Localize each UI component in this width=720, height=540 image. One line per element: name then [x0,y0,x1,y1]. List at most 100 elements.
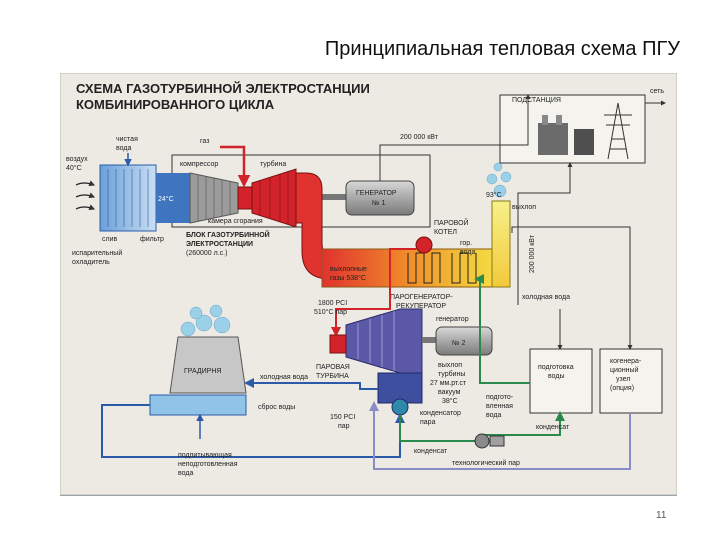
shaft-2 [422,337,436,343]
cogeneration-box [599,348,663,414]
steam-turbine-inlet [329,334,347,354]
steam-150-label-2: пар [338,423,350,430]
turbine-exhaust-label-4: вакуум [438,389,461,396]
gtu-block-label-1: БЛОК ГАЗОТУРБИННОЙ [186,230,270,239]
page-number: 11 [656,510,667,521]
condensate-label-2: конденсат [536,424,570,431]
temp-24-label: 24°С [158,195,174,203]
power-label-2: 200 000 кВт [529,234,536,273]
grid-label: сеть [650,88,664,95]
turbine-exhaust-label-2: турбины [438,370,465,378]
hot-water-to-cogen [511,226,633,350]
makeup-label-2: неподготовленная [178,461,238,468]
cooler-fins [107,169,149,227]
evap-cooler-label-2: охладитель [72,259,110,266]
gas-turbine [251,168,297,228]
clean-water-label-1: чистая [116,136,138,143]
gas-line [220,145,251,188]
filter-label: фильтр [140,236,164,243]
transmission-tower-icon [604,102,632,160]
process-steam-line [369,401,631,470]
steam-turbine-label-1: ПАРОВАЯ [316,364,350,371]
generator-2-label-2: № 2 [452,340,465,347]
steam-turbine-label-2: ТУРБИНА [316,373,349,380]
diagram-heading-2: КОМБИНИРОВАННОГО ЦИКЛА [76,97,275,112]
clean-water-label-2: вода [116,145,131,152]
evap-cooler-label-1: испарительный [72,249,122,257]
generator-1 [345,180,415,216]
hrsg-label-1: ПАРОГЕНЕРАТОР- [390,294,453,301]
feed-water-line [474,274,530,384]
condenser-hotwell [391,398,409,416]
cogen-label-2: ционный [610,366,639,374]
makeup-label-3: вода [178,470,193,477]
cogen-label-3: узел [616,376,630,383]
exhaust-gas-label-2: газы 538°С [330,274,366,282]
diagram-heading-1: СХЕМА ГАЗОТУРБИННОЙ ЭЛЕКТРОСТАНЦИИ [76,81,370,96]
cold-water-label: холодная вода [260,374,308,381]
drain-label: слив [102,236,117,243]
exhaust-stack [491,200,511,288]
air-label-2: 40°С [66,164,82,172]
generator-1-label-2: № 1 [372,200,385,207]
slide-divider [60,495,677,496]
hot-water-label-2: вода [460,249,475,256]
feed-pump-icon [474,433,505,449]
transformer-icon [538,115,594,155]
condenser [377,372,423,404]
prepared-water-label-3: вода [486,412,501,419]
inlet-duct [156,173,190,223]
hot-water-label-1: гор. [460,240,472,247]
condenser-label-1: конденсатор [420,410,461,417]
turbine-blades [259,171,289,225]
cold-water-line [244,378,378,390]
prepared-water-label-2: вленная [486,403,513,410]
steam-boiler-label-2: КОТЕЛ [434,229,457,236]
water-prep-label-2: воды [548,373,565,380]
power-line-gen1 [379,94,531,185]
cooling-basin [149,394,247,416]
gtu-block-label-3: (260000 л.с.) [186,250,227,257]
cooling-tower [169,336,247,394]
condensate-label-1: конденсат [414,448,448,455]
makeup-label-1: подпитывающая [178,452,232,459]
water-prep-label-1: подготовка [538,364,574,371]
substation-label: ПОДСТАНЦИЯ [512,97,561,104]
steam-boiler-label-1: ПАРОВОЙ [434,218,469,227]
air-arrows [75,180,96,211]
basin-return-line [101,404,405,458]
steam-turbine-blades [357,311,395,371]
exhaust-label: выхлоп [512,204,536,211]
steam-drum [415,236,433,254]
pgu-diagram: СХЕМА ГАЗОТУРБИННОЙ ЭЛЕКТРОСТАНЦИИ КОМБИ… [60,73,677,495]
gtu-block-label-2: ЭЛЕКТРОСТАНЦИИ [186,241,253,248]
water-discharge-label: сброс воды [258,403,295,411]
compressor-blades [197,175,231,221]
exhaust-gas-label-1: выхлопные [330,266,367,273]
combustion-label: камера сгорания [208,218,263,225]
substation-box [499,94,646,164]
turbine-exhaust-label-3: 27 мм.рт.ст [430,380,467,387]
exhaust-plume-icon [486,162,512,198]
condenser-label-2: пара [420,419,436,426]
cogen-label-4: (опция) [610,385,634,392]
steam-150-label-1: 150 PCI [330,414,355,421]
compressor-label: компрессор [180,161,218,168]
cold-water-top-label: холодная вода [522,294,570,301]
gas-label: газ [200,138,209,145]
process-steam-label: технологический пар [452,459,520,467]
evaporative-cooler [99,164,157,232]
cooling-tower-label: ГРАДИРНЯ [184,368,221,375]
turbine-exhaust-label-5: 38°С [442,397,458,405]
steam-label-2: 510°С пар [314,308,347,316]
generator-2-label-1: генератор [436,316,469,323]
steam-label-1: 1800 PCI [318,300,347,307]
hrsg-label-2: РЕКУПЕРАТОР [396,303,446,310]
prepared-water-label-1: подгото- [486,394,514,401]
temp-93-label: 93°С [486,191,502,199]
steam-line [331,248,416,337]
combustion-chamber [237,186,253,210]
generator-1-label-1: ГЕНЕРАТОР [356,190,397,197]
power-label-1: 200 000 кВт [400,134,439,141]
generator-2 [435,326,493,356]
